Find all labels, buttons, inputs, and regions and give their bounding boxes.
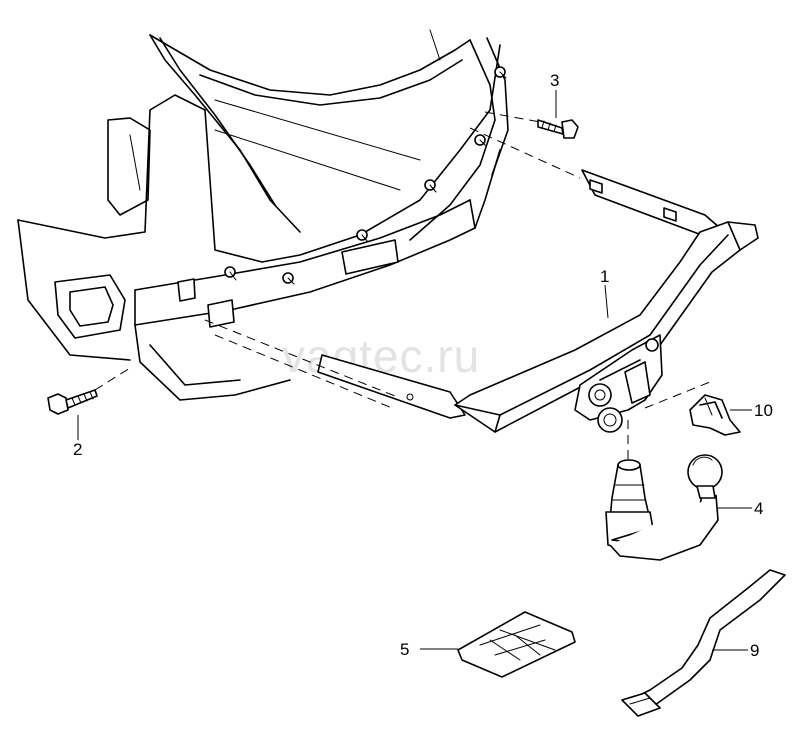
strap xyxy=(621,569,786,717)
towbar-crossmember xyxy=(317,169,759,433)
grease-sachet xyxy=(457,611,576,678)
cap-part xyxy=(689,394,741,436)
callout-5: 5 xyxy=(400,640,409,659)
ball-head-coupling xyxy=(605,454,723,561)
bolt-2 xyxy=(47,389,98,415)
callout-labels: 1 2 3 4 5 9 10 xyxy=(73,71,773,660)
leader-lines xyxy=(77,90,752,651)
callout-10: 10 xyxy=(754,401,773,420)
callout-9: 9 xyxy=(750,641,759,660)
assembly-lines xyxy=(94,111,711,462)
vehicle-rear-body xyxy=(17,29,509,401)
callout-4: 4 xyxy=(754,499,763,518)
callout-3: 3 xyxy=(550,71,559,90)
callout-2: 2 xyxy=(73,440,82,459)
bolt-3 xyxy=(537,119,579,139)
callout-1: 1 xyxy=(600,267,609,286)
